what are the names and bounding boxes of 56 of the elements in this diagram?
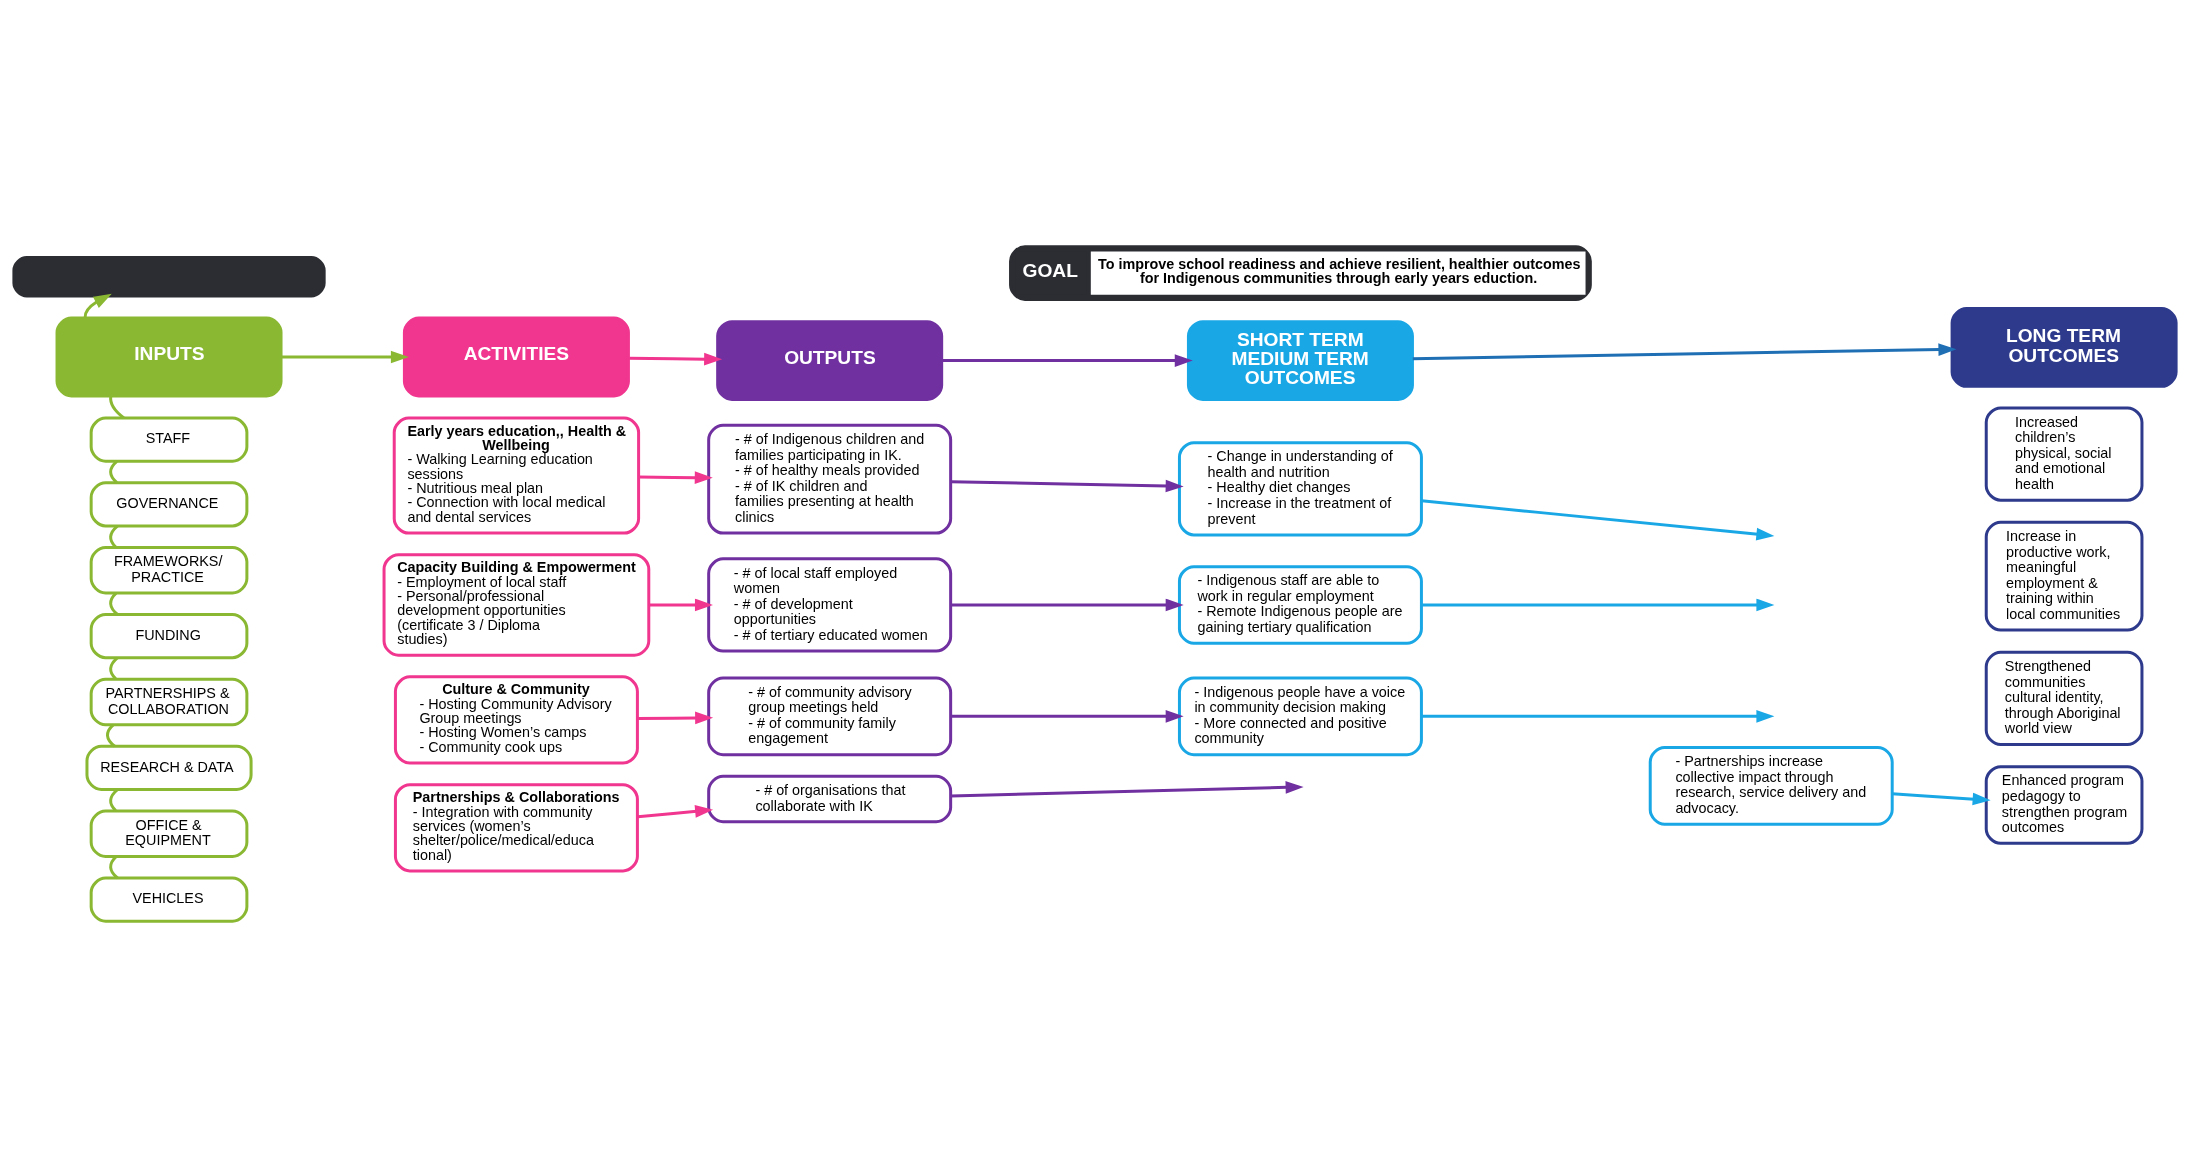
node-box: LONG TERM OUTCOMES [1950,307,2178,388]
node-box: ACTIVITIES [402,316,630,398]
node-box: - Change in understanding of health and nutrition - Healthy diet changes - Increase in the treatment of prevent [1177,441,1423,537]
arrow [941,354,1193,367]
node-box: Partnerships & Collaborations - Integration with community services (women’s shelter/police/medical/educa tional) [393,783,639,873]
node-box: PARTNERSHIPS & COLLABORATION [89,677,249,727]
arrow [637,711,714,725]
node-box: Culture & Community - Hosting Community Advisory Group meetings - Hosting Women’s camps - Community cook ups [393,675,639,765]
node-box: - Indigenous staff are able to work in regular employment - Remote Indigenous people are gaining tertiary qualification [1177,565,1423,645]
node-box: - Indigenous people have a voice in community decision making - More connected and positive community [1177,676,1423,757]
node-box: GOAL To improve school readiness and achieve resilient, healthier outcomes for Indigenous communities through early years eduction. [1009,245,1592,301]
node-box: Enhanced program pedagogy to strengthen program outcomes [1984,765,2144,845]
arrow [83,293,112,318]
arrow [628,352,723,366]
arrow [950,710,1184,723]
node-box: - # of organisations that collaborate with IK [707,774,953,824]
node-box: - # of Indigenous children and families participating in IK. - # of healthy meals provided - # of IK children and families presenting at health clinics [707,423,953,535]
node-box: FUNDING [89,613,249,660]
arrow [950,781,1304,798]
node-box: - # of local staff employed women - # of development opportunities - # of tertiary educated women [707,557,953,653]
arrow [649,598,713,612]
node-box: GOVERNANCE [89,481,249,528]
node-box: Increase in productive work, meaningful employment & training within local communities [1984,520,2144,632]
node-box: Capacity Building & Empowerment - Employment of local staff - Personal/professional development opportunities (certificate 3 / Diploma studies) [382,553,651,657]
arrow [1421,598,1775,612]
arrow [950,598,1184,612]
connector [109,788,119,812]
node-box: OFFICE & EQUIPMENT [89,809,249,858]
node-box: INPUTS [55,316,283,398]
arrow [1421,710,1775,723]
connector [109,460,118,484]
arrow [281,350,409,364]
connector [109,855,119,880]
connector [109,592,119,616]
node-box: - # of community advisory group meetings held - # of community family engagement [707,676,953,757]
node-box: OUTPUTS [716,320,944,401]
node-box: Early years education,, Health & Wellbeing - Walking Learning education sessions - Nutritious meal plan - Connection with local medical and dental services [392,416,641,535]
connector [106,723,116,748]
node-box: VEHICLES [89,876,249,923]
arrow [950,479,1184,493]
node-box: RESEARCH & DATA [85,744,253,791]
connector [109,656,119,680]
node-box: STAFF [89,416,249,463]
connector [109,524,119,549]
arrow [1892,792,1991,806]
connector [109,396,125,420]
arrow [1421,499,1775,541]
node-box: SHORT TERM MEDIUM TERM OUTCOMES [1186,320,1414,401]
node-box: FRAMEWORKS/ PRACTICE [89,545,249,595]
node-bar [12,256,326,298]
arrow [638,471,713,484]
node-box: Strengthened communities cultural identity, through Aboriginal world view [1984,650,2144,746]
arrow [1412,343,1957,361]
arrow [637,805,714,819]
node-box: - Partnerships increase collective impact through research, service delivery and advocacy. [1648,746,1894,826]
node-box: Increased children’s physical, social and emotional health [1984,406,2144,502]
